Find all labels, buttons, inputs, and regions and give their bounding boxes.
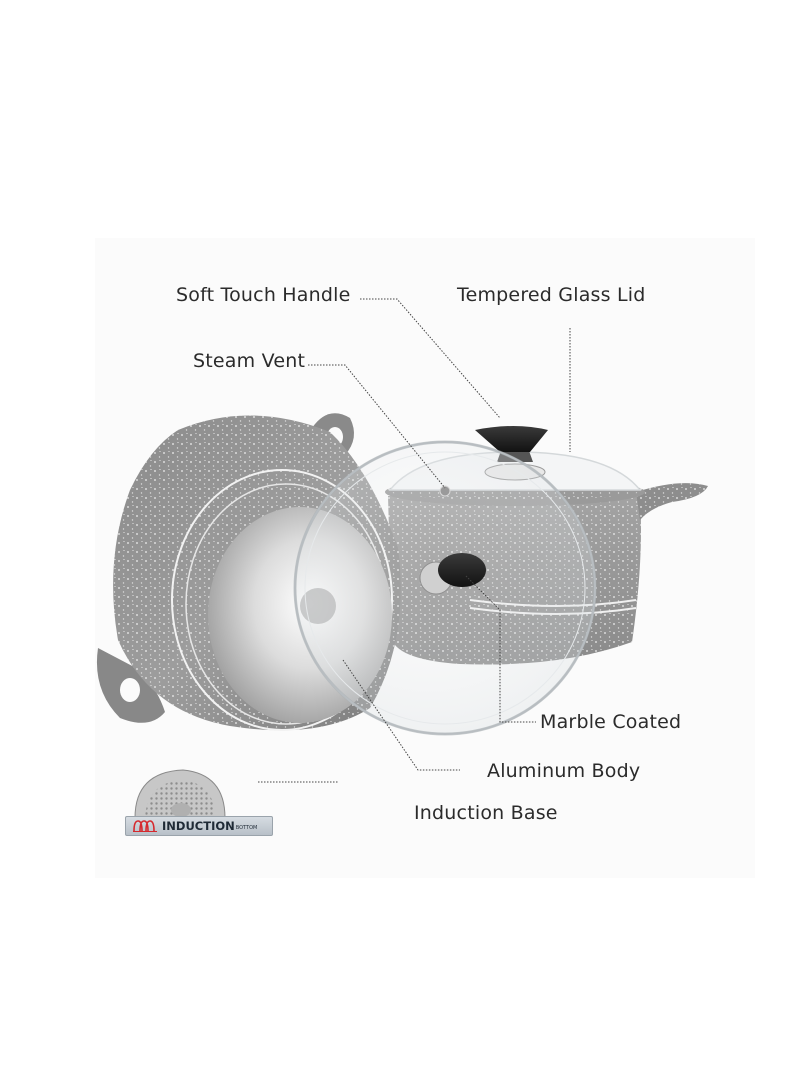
label-tempered-glass-lid: Tempered Glass Lid [457,284,646,306]
glass-lid [293,440,597,736]
induction-strip: INDUCTION BOTTOM [125,816,273,836]
label-soft-touch-handle: Soft Touch Handle [176,284,351,306]
label-marble-coated: Marble Coated [540,711,682,733]
label-steam-vent: Steam Vent [193,350,306,372]
knob-icon [475,426,548,452]
induction-badge: INDUCTION BOTTOM [125,766,275,838]
label-aluminum-body: Aluminum Body [487,760,641,782]
label-induction-base: Induction Base [414,802,558,824]
steam-vent-icon [439,485,451,497]
induction-disc-icon [134,769,226,819]
induction-coil-icon [133,820,157,832]
leader-lines [258,298,571,783]
induction-badge-text: INDUCTION [162,819,235,833]
induction-badge-subtext: BOTTOM [235,825,258,831]
